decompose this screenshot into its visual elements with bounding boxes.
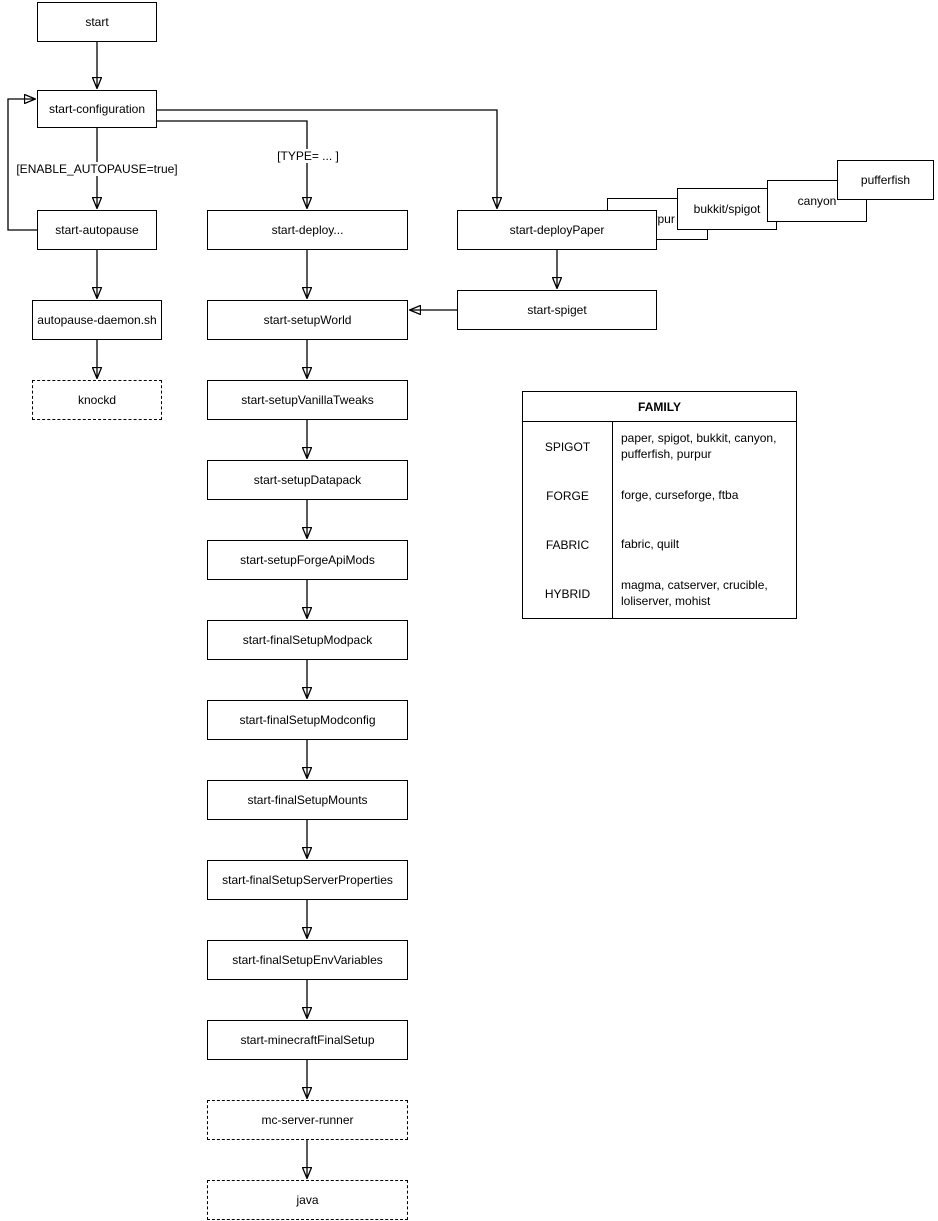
node-start-final-setup-modpack: start-finalSetupModpack [207,620,408,660]
node-start-deploy-paper: start-deployPaper [457,210,657,250]
family-row-members: magma, catserver, crucible, loliserver, … [621,577,768,608]
family-row-label: SPIGOT [523,422,613,471]
family-row-label: HYBRID [523,569,613,618]
node-autopause-daemon-sh: autopause-daemon.sh [32,300,162,340]
node-start-final-setup-env-variables: start-finalSetupEnvVariables [207,940,408,980]
node-start-final-setup-server-properties: start-finalSetupServerProperties [207,860,408,900]
node-pufferfish: pufferfish [837,160,934,200]
node-start-setup-forge-api-mods: start-setupForgeApiMods [207,540,408,580]
family-table: FAMILY SPIGOT paper, spigot, bukkit, can… [522,391,797,619]
edge-label-type: [TYPE= ... ] [275,149,341,163]
node-mc-server-runner: mc-server-runner [207,1100,408,1140]
edge-configuration-to-deploy [157,120,307,208]
node-start-setup-world: start-setupWorld [207,300,408,340]
edge-configuration-to-deploypaper [157,109,497,208]
family-row-label: FORGE [523,471,613,520]
node-start-configuration: start-configuration [37,90,157,128]
node-knockd: knockd [32,380,162,420]
node-start-final-setup-mounts: start-finalSetupMounts [207,780,408,820]
family-row-members: paper, spigot, bukkit, canyon, pufferfis… [621,430,777,461]
node-start-autopause: start-autopause [37,210,157,250]
node-bukkit-spigot: bukkit/spigot [677,188,777,230]
node-start-minecraft-final-setup: start-minecraftFinalSetup [207,1020,408,1060]
family-table-body: SPIGOT paper, spigot, bukkit, canyon, pu… [523,422,796,618]
family-row-members: forge, curseforge, ftba [621,487,739,502]
node-start-spiget: start-spiget [457,290,657,330]
node-start: start [37,2,157,42]
family-row-members: fabric, quilt [621,536,680,551]
node-java: java [207,1180,408,1220]
family-row-label: FABRIC [523,520,613,569]
family-table-title: FAMILY [523,392,796,422]
node-start-setup-datapack: start-setupDatapack [207,460,408,500]
node-start-final-setup-modconfig: start-finalSetupModconfig [207,700,408,740]
edge-autopause-loop-to-configuration [7,99,37,231]
node-start-deploy: start-deploy... [207,210,408,250]
node-start-setup-vanilla-tweaks: start-setupVanillaTweaks [207,380,408,420]
edge-label-enable-autopause: [ENABLE_AUTOPAUSE=true] [14,162,180,176]
